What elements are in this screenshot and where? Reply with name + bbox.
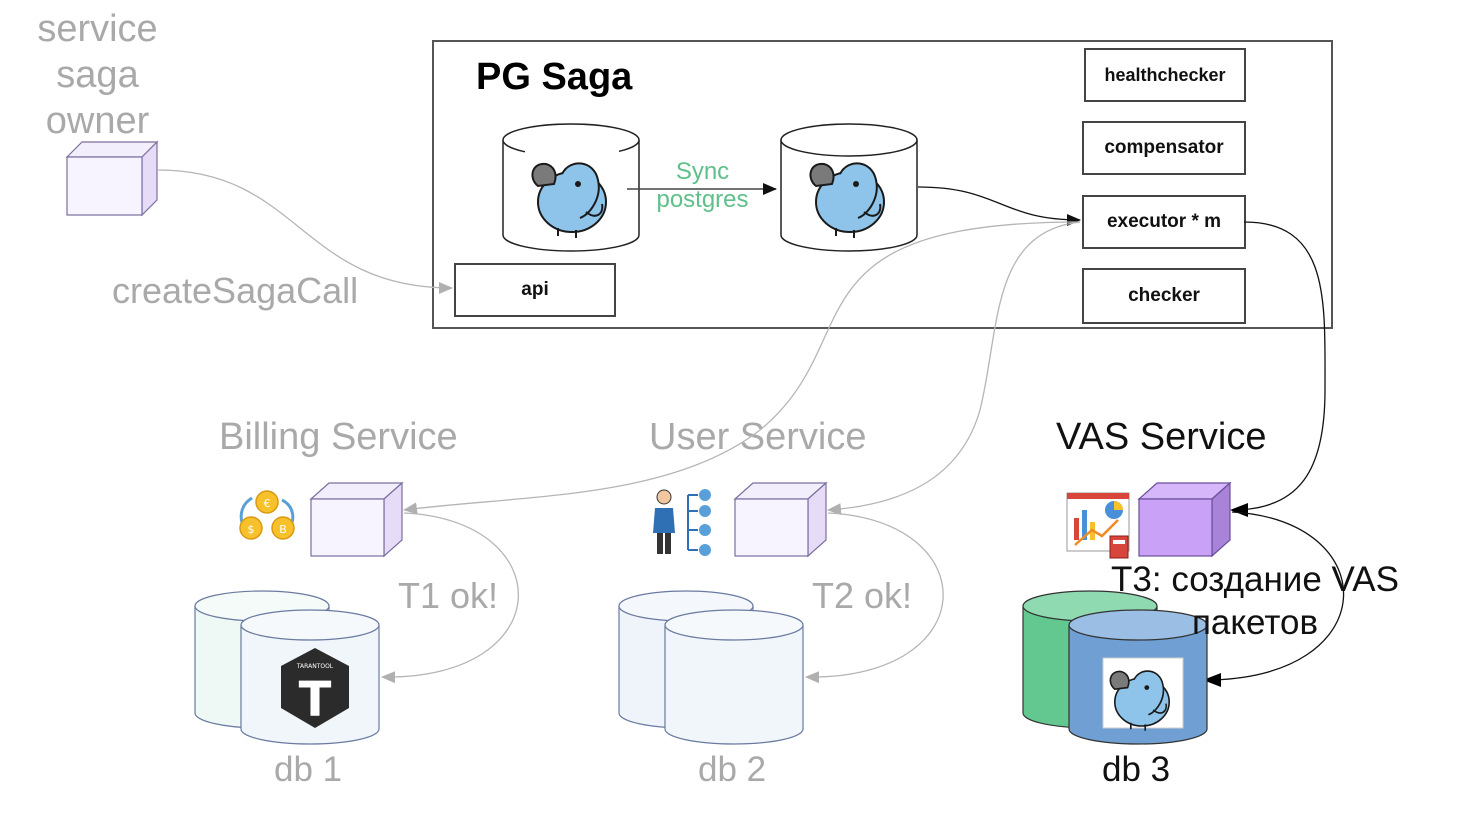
sync-postgres-label: Sync postgres: [640, 158, 765, 214]
replica-to-executor-arrow: [917, 186, 1081, 226]
db3-label: db 3: [1102, 750, 1171, 789]
db3-cylinders: [1022, 590, 1208, 745]
healthchecker-box[interactable]: healthchecker: [1084, 48, 1246, 102]
svg-text:€: €: [264, 497, 271, 510]
user-loop-arrow: [805, 512, 944, 684]
billing-cube-icon: [309, 481, 404, 558]
t2-ok-label: T2 ok!: [812, 575, 913, 616]
owner-cube-icon: [65, 140, 159, 217]
owner-line-2: saga: [56, 54, 139, 96]
billing-loop-arrow: [381, 512, 520, 684]
coins-icon: € $ B: [239, 490, 295, 540]
vas-cube-icon: [1137, 481, 1232, 558]
executor-to-user-arrow: [827, 221, 1081, 516]
analytics-icon: [1066, 492, 1130, 559]
t3-line-2: пакетов: [1191, 603, 1319, 642]
create-saga-call-label: createSagaCall: [112, 270, 359, 311]
db2-cylinders: [618, 590, 804, 745]
service-saga-owner-label: service saga owner: [20, 6, 175, 144]
sync-line-1: Sync: [675, 158, 730, 185]
executor-to-vas-arrow: [1230, 221, 1326, 517]
user-service-title: User Service: [649, 416, 867, 458]
pg-saga-title: PG Saga: [476, 56, 633, 98]
billing-service-title: Billing Service: [219, 416, 458, 458]
create-saga-arrow: [157, 169, 453, 294]
owner-line-1: service: [37, 8, 158, 50]
owner-line-3: owner: [45, 100, 150, 142]
compensator-box[interactable]: compensator: [1082, 121, 1246, 175]
db2-label: db 2: [698, 750, 767, 789]
t3-label: T3: создание VAS пакетов: [1080, 558, 1430, 644]
tarantool-logo-icon: TARANTOOL T: [281, 648, 349, 728]
t1-ok-label: T1 ok!: [398, 575, 499, 616]
executor-to-billing-arrow: [403, 221, 1081, 515]
user-org-icon: [653, 489, 711, 556]
api-box[interactable]: api: [454, 263, 616, 317]
executor-box[interactable]: executor * m: [1082, 195, 1246, 249]
pg-saga-container: [432, 40, 1333, 329]
svg-text:B: B: [279, 523, 287, 536]
vas-loop-arrow: [1203, 511, 1345, 687]
tarantool-logo-letter: T: [299, 672, 332, 728]
vas-service-title: VAS Service: [1056, 416, 1267, 458]
postgres-primary-db: [502, 123, 640, 252]
checker-box[interactable]: checker: [1082, 268, 1246, 324]
sync-line-2: postgres: [656, 186, 749, 213]
postgres-replica-db: [780, 123, 918, 252]
tarantool-logo-text: TARANTOOL: [296, 663, 334, 670]
db1-label: db 1: [274, 750, 343, 789]
user-cube-icon: [733, 481, 828, 558]
t3-line-1: T3: создание VAS: [1111, 560, 1399, 599]
svg-text:$: $: [248, 523, 255, 536]
